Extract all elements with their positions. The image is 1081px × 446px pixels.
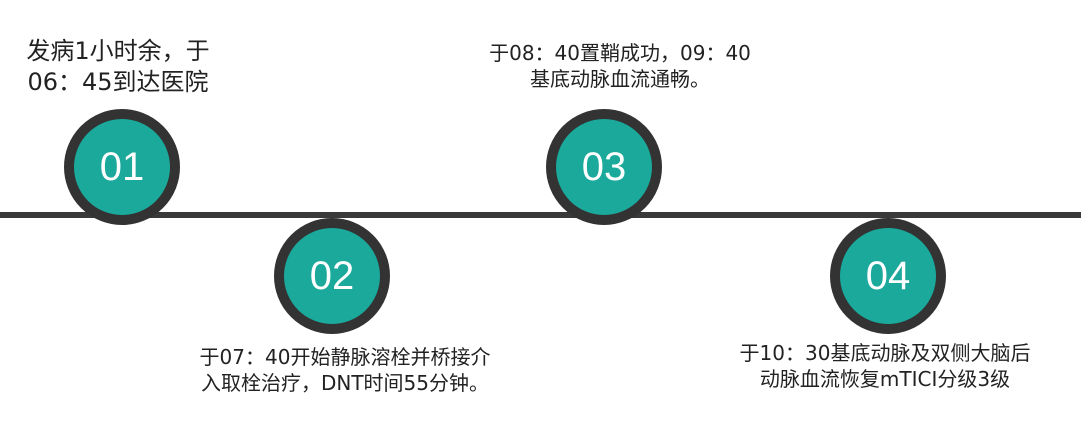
step-02-text-line-1: 于07：40开始静脉溶栓并桥接介 (199, 345, 491, 369)
step-03-text-line-1: 于08：40置鞘成功，09：40 (489, 41, 751, 65)
step-03-number: 03 (581, 144, 627, 189)
step-02-node: 02 (274, 218, 390, 334)
step-04-node: 04 (830, 218, 946, 334)
step-01-caption: 发病1小时余，于 06：45到达医院 (8, 36, 228, 98)
step-03-node: 03 (546, 109, 662, 225)
step-03-caption: 于08：40置鞘成功，09：40 基底动脉血流通畅。 (460, 40, 780, 92)
step-04-text-line-1: 于10：30基底动脉及双侧大脑后 (739, 341, 1031, 365)
step-02-caption: 于07：40开始静脉溶栓并桥接介 入取栓治疗，DNT时间55分钟。 (160, 344, 530, 396)
step-02-text-line-2: 入取栓治疗，DNT时间55分钟。 (200, 371, 490, 395)
step-04-text-line-2: 动脉血流恢复mTICI分级3级 (759, 367, 1011, 391)
step-03-text-line-2: 基底动脉血流通畅。 (530, 67, 710, 91)
step-01-node: 01 (64, 109, 180, 225)
step-01-text-line-1: 发病1小时余，于 (26, 37, 210, 65)
timeline-line (0, 212, 1081, 218)
step-04-number: 04 (865, 253, 911, 298)
step-02-number: 02 (309, 253, 355, 298)
step-04-caption: 于10：30基底动脉及双侧大脑后 动脉血流恢复mTICI分级3级 (700, 340, 1070, 392)
step-01-number: 01 (99, 144, 145, 189)
step-01-text-line-2: 06：45到达医院 (27, 68, 209, 97)
